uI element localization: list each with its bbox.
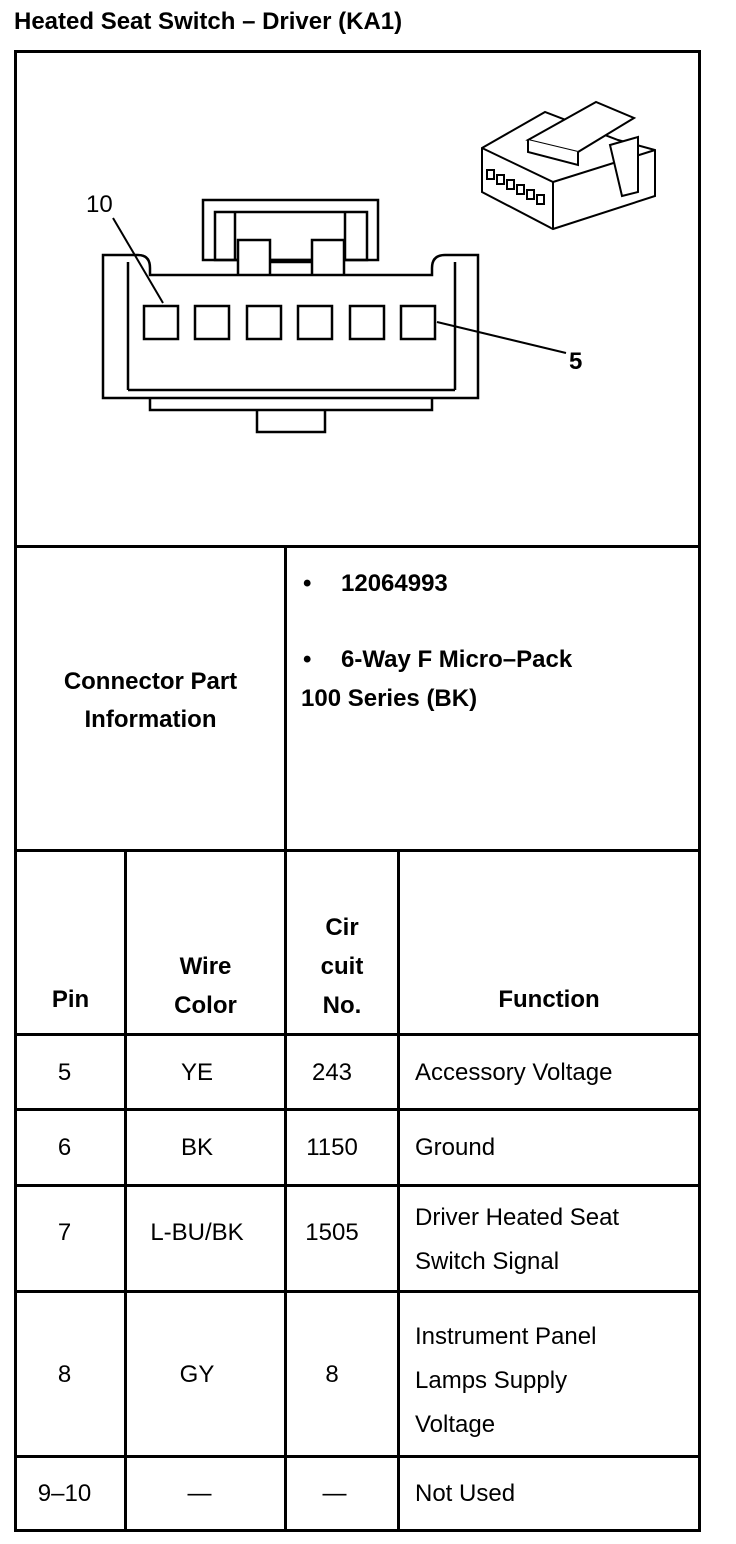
row-9-10-circuit: — [322, 1480, 347, 1507]
connector-info-label: Connector Part Information [17, 663, 284, 739]
header-wire-color: Wire Color [127, 947, 284, 1025]
row-5-circuit: 243 [311, 1059, 353, 1086]
header-wire-color-line2: Color [174, 992, 237, 1019]
row-7-function-line2: Switch Signal [415, 1248, 560, 1275]
row-5-function: Accessory Voltage [415, 1059, 613, 1086]
header-pin: Pin [51, 986, 90, 1013]
row-6-pin: 6 [57, 1134, 72, 1161]
divider-wire-column [284, 849, 287, 1532]
row-5-pin: 5 [57, 1059, 72, 1086]
row-8-wire-color: GY [179, 1361, 215, 1388]
row-8-function-line3: Voltage [415, 1411, 496, 1438]
connector-info-label-line2: Information [84, 706, 217, 733]
header-circuit-line1: Cir [325, 914, 359, 941]
row-7-function: Driver Heated Seat Switch Signal [415, 1196, 619, 1284]
table-frame [14, 50, 701, 1532]
header-circuit-line3: No. [322, 992, 362, 1019]
divider-header-bottom [14, 1033, 701, 1036]
divider-circuit-column [397, 849, 400, 1532]
bullet-part-number: • [303, 570, 312, 597]
pin-label-10: 10 [86, 191, 113, 218]
row-8-circuit: 8 [325, 1361, 339, 1388]
row-8-function-line1: Instrument Panel [415, 1323, 597, 1350]
part-number: 12064993 [341, 570, 448, 597]
row-9-10-pin: 9–10 [37, 1480, 92, 1507]
row-7-wire-color: L-BU/BK [150, 1219, 244, 1246]
header-function: Function [498, 986, 600, 1013]
page-title: Heated Seat Switch – Driver (KA1) [14, 8, 403, 35]
header-wire-color-line1: Wire [179, 953, 232, 980]
divider-connector-info-bottom [14, 849, 701, 852]
header-circuit-number: Cir cuit No. [287, 908, 397, 1025]
row-8-pin: 8 [57, 1361, 72, 1388]
divider-row-6 [14, 1184, 701, 1187]
connector-description-line1: 6-Way F Micro–Pack [341, 646, 573, 673]
connector-diagram: 10 5 [86, 100, 656, 434]
header-circuit-line2: cuit [320, 953, 364, 980]
row-6-function: Ground [415, 1134, 496, 1161]
row-6-circuit: 1150 [306, 1134, 358, 1161]
row-8-function: Instrument Panel Lamps Supply Voltage [415, 1315, 596, 1447]
row-5-wire-color: YE [180, 1059, 213, 1086]
divider-pin-column [124, 849, 127, 1532]
divider-row-8 [14, 1455, 701, 1458]
connector-info-label-line1: Connector Part [63, 668, 238, 695]
divider-row-7 [14, 1290, 701, 1293]
bullet-description: • [303, 646, 312, 673]
row-6-wire-color: BK [180, 1134, 213, 1161]
row-7-pin: 7 [57, 1219, 72, 1246]
row-9-10-function: Not Used [415, 1480, 516, 1507]
row-8-function-line2: Lamps Supply [415, 1367, 568, 1394]
connector-description-line2: 100 Series (BK) [301, 685, 478, 712]
divider-connector-info-column [284, 545, 287, 852]
row-9-10-wire-color: — [187, 1480, 212, 1507]
divider-diagram-bottom [14, 545, 701, 548]
row-7-circuit: 1505 [305, 1219, 359, 1246]
row-7-function-line1: Driver Heated Seat [415, 1204, 620, 1231]
pin-label-5: 5 [569, 348, 582, 375]
divider-row-5 [14, 1108, 701, 1111]
